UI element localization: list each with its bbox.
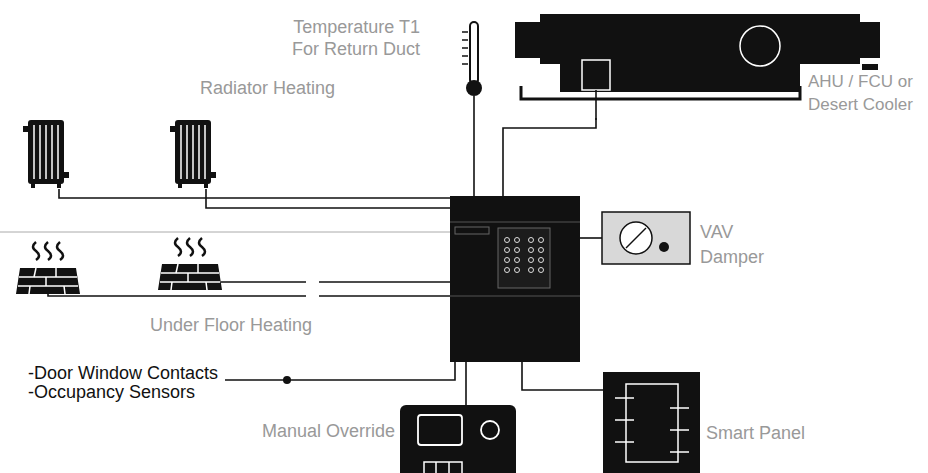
wire-connector (59, 189, 450, 198)
floor-heating-symbol (16, 242, 80, 294)
wire-connector (580, 237, 602, 239)
wire-connector (473, 96, 475, 196)
unit-port (582, 60, 610, 90)
unit-label: AHU / FCU or Desert Cooler (808, 70, 923, 116)
unit-flange (860, 22, 880, 58)
input-label: -Occupancy Sensors (28, 383, 195, 402)
radiator-symbol (170, 120, 216, 188)
wire-connector (465, 362, 467, 405)
panel-ticks (615, 398, 689, 452)
unit-body (560, 64, 800, 92)
device-knob (481, 421, 499, 439)
controller-figure (450, 196, 580, 362)
panel-frame (626, 384, 678, 462)
radiator-group: Radiator Heating (15, 76, 345, 189)
floor-heating-group: Under Floor Heating (10, 234, 319, 340)
controller-seam (450, 222, 580, 223)
scale-tick (462, 31, 468, 33)
scale-tick (462, 39, 468, 41)
manual-override-panel: Manual Override (240, 405, 516, 473)
fan-circle (740, 26, 780, 66)
controller-panel (498, 228, 550, 288)
input-label: -Door Window Contacts (28, 364, 218, 383)
vav-damper: VAV Damper (602, 210, 782, 272)
wire-stub (221, 281, 306, 283)
thermometer-bulb (466, 80, 482, 96)
wire-connector (319, 281, 450, 283)
thermometer-figure (462, 22, 482, 96)
drip-tray (521, 86, 800, 99)
scale-tick (462, 47, 468, 49)
controller-badge (455, 227, 489, 234)
controller-body (450, 196, 580, 362)
damper-label: VAV Damper (700, 220, 770, 270)
group-label: Under Floor Heating (150, 315, 312, 335)
separator-line (0, 232, 450, 233)
damper-dial (620, 222, 652, 254)
wire-stub (48, 294, 306, 296)
device-pins (424, 462, 462, 473)
wire-connector (225, 362, 455, 380)
vav-damper-figure (602, 212, 690, 264)
sensor-label: Temperature T1 For Return Duct (280, 16, 420, 60)
wire-connector (503, 118, 596, 196)
wire-stub (595, 90, 597, 120)
scale-tick (462, 55, 468, 57)
panel-body (603, 372, 700, 473)
unit-flange (515, 22, 540, 58)
scale-tick (462, 63, 468, 65)
damper-needle (626, 228, 646, 248)
group-label: Radiator Heating (200, 78, 335, 98)
device-label: Smart Panel (706, 423, 805, 443)
wire-connector (206, 189, 450, 208)
damper-dot (659, 242, 669, 252)
smart-panel: Smart Panel (603, 372, 813, 473)
device-screen (418, 415, 462, 445)
wire-connector (319, 295, 450, 297)
unit-foot (862, 64, 878, 70)
unit-body (540, 14, 860, 64)
smart-panel-figure (603, 372, 700, 473)
sensor-inputs: -Door Window Contacts-Occupancy Sensors (28, 364, 225, 404)
radiator-symbol (23, 120, 69, 188)
device-body (400, 405, 516, 473)
floor-heating-symbol (158, 238, 222, 290)
damper-box (602, 212, 690, 264)
manual-override-figure (400, 405, 516, 473)
air-handling-unit: AHU / FCU or Desert Cooler (515, 10, 928, 118)
controller-unit (450, 196, 580, 362)
device-label: Manual Override (245, 421, 395, 441)
thermometer-tube (470, 22, 478, 84)
led-array (505, 238, 544, 273)
wire-connector (522, 362, 603, 390)
controller-seam (450, 296, 580, 297)
